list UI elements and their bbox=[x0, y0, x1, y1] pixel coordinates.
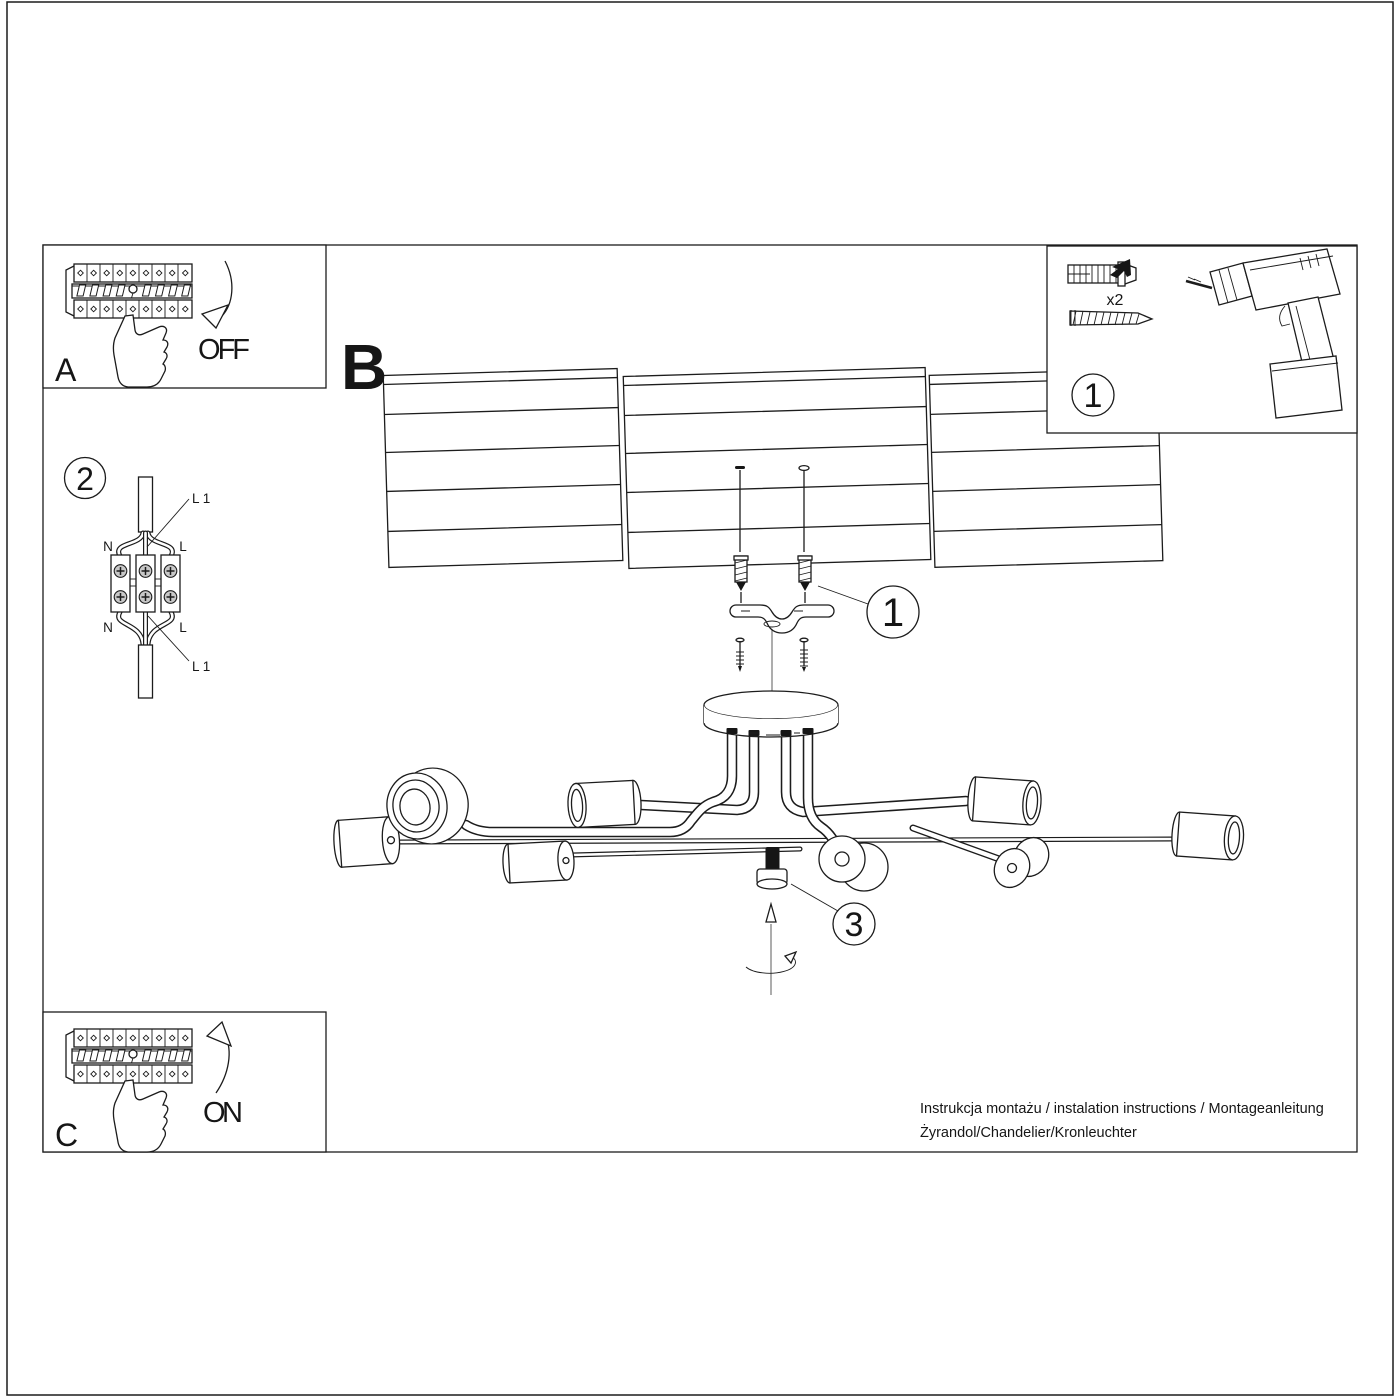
lamp-socket-right-tilted bbox=[993, 836, 1050, 889]
footer-line-1: Instrukcja montażu / instalation instruc… bbox=[920, 1101, 1324, 1117]
section-c-label: C bbox=[55, 1117, 78, 1153]
wall-plug-x2-icon bbox=[1067, 259, 1137, 287]
footer-line-2: Żyrandol/Chandelier/Kronleuchter bbox=[920, 1123, 1137, 1141]
tools-box: x2 1 bbox=[1046, 245, 1358, 434]
panel-step-a: A OFF bbox=[42, 244, 327, 389]
wire-label-l-bottom: L bbox=[179, 620, 187, 635]
screw-icon bbox=[1069, 310, 1154, 326]
step-2-badge: 2 bbox=[76, 461, 94, 497]
mounting-screws bbox=[735, 637, 809, 672]
locking-knob-icon bbox=[756, 847, 788, 890]
wiring-diagram: 2 N L L 1 bbox=[63, 456, 210, 699]
ceiling-planks bbox=[382, 366, 1164, 570]
wire-label-n-bottom: N bbox=[103, 620, 113, 635]
wire-label-n-top: N bbox=[103, 539, 113, 554]
lamp-socket-front-face bbox=[386, 767, 469, 845]
panel-step-c: C ON bbox=[42, 1011, 327, 1153]
lamp-socket-right-upper bbox=[967, 776, 1042, 826]
section-a-label: A bbox=[55, 352, 77, 388]
wall-plug-icons bbox=[733, 555, 813, 603]
lamp-socket-lower-left bbox=[502, 840, 575, 884]
ceiling-canopy bbox=[703, 690, 839, 738]
off-label: OFF bbox=[198, 334, 250, 366]
title-block: Instrukcja montażu / instalation instruc… bbox=[920, 1101, 1324, 1141]
lamp-socket-far-right bbox=[1171, 811, 1245, 861]
terminal-block-icon bbox=[110, 554, 181, 613]
page-border bbox=[6, 1, 1394, 1396]
wire-label-l1-top: L 1 bbox=[192, 491, 210, 506]
screw-direction-arrows bbox=[745, 901, 798, 995]
lamp-socket-upper-left bbox=[567, 779, 642, 829]
on-label: ON bbox=[203, 1097, 243, 1129]
step-1-badge: 1 bbox=[882, 591, 904, 635]
wire-label-l1-bottom: L 1 bbox=[192, 659, 210, 674]
terminal-screws bbox=[113, 564, 178, 604]
wire-label-l-top: L bbox=[179, 539, 187, 554]
step-3-badge: 3 bbox=[845, 906, 864, 944]
step-1-callout: 1 bbox=[817, 585, 920, 639]
lamp-socket-end-on bbox=[818, 835, 889, 892]
step-3-callout: 3 bbox=[790, 883, 876, 946]
lamp-socket-far-left bbox=[333, 816, 401, 868]
quantity-label: x2 bbox=[1107, 292, 1124, 309]
section-b-label: B bbox=[341, 331, 387, 403]
mounting-pins bbox=[735, 464, 810, 552]
tools-badge: 1 bbox=[1084, 377, 1103, 415]
mounting-bracket-icon bbox=[729, 604, 835, 634]
drill-icon bbox=[1185, 248, 1343, 419]
drawing-frame bbox=[42, 244, 1358, 1153]
chandelier-drawing: 3 bbox=[333, 690, 1245, 995]
